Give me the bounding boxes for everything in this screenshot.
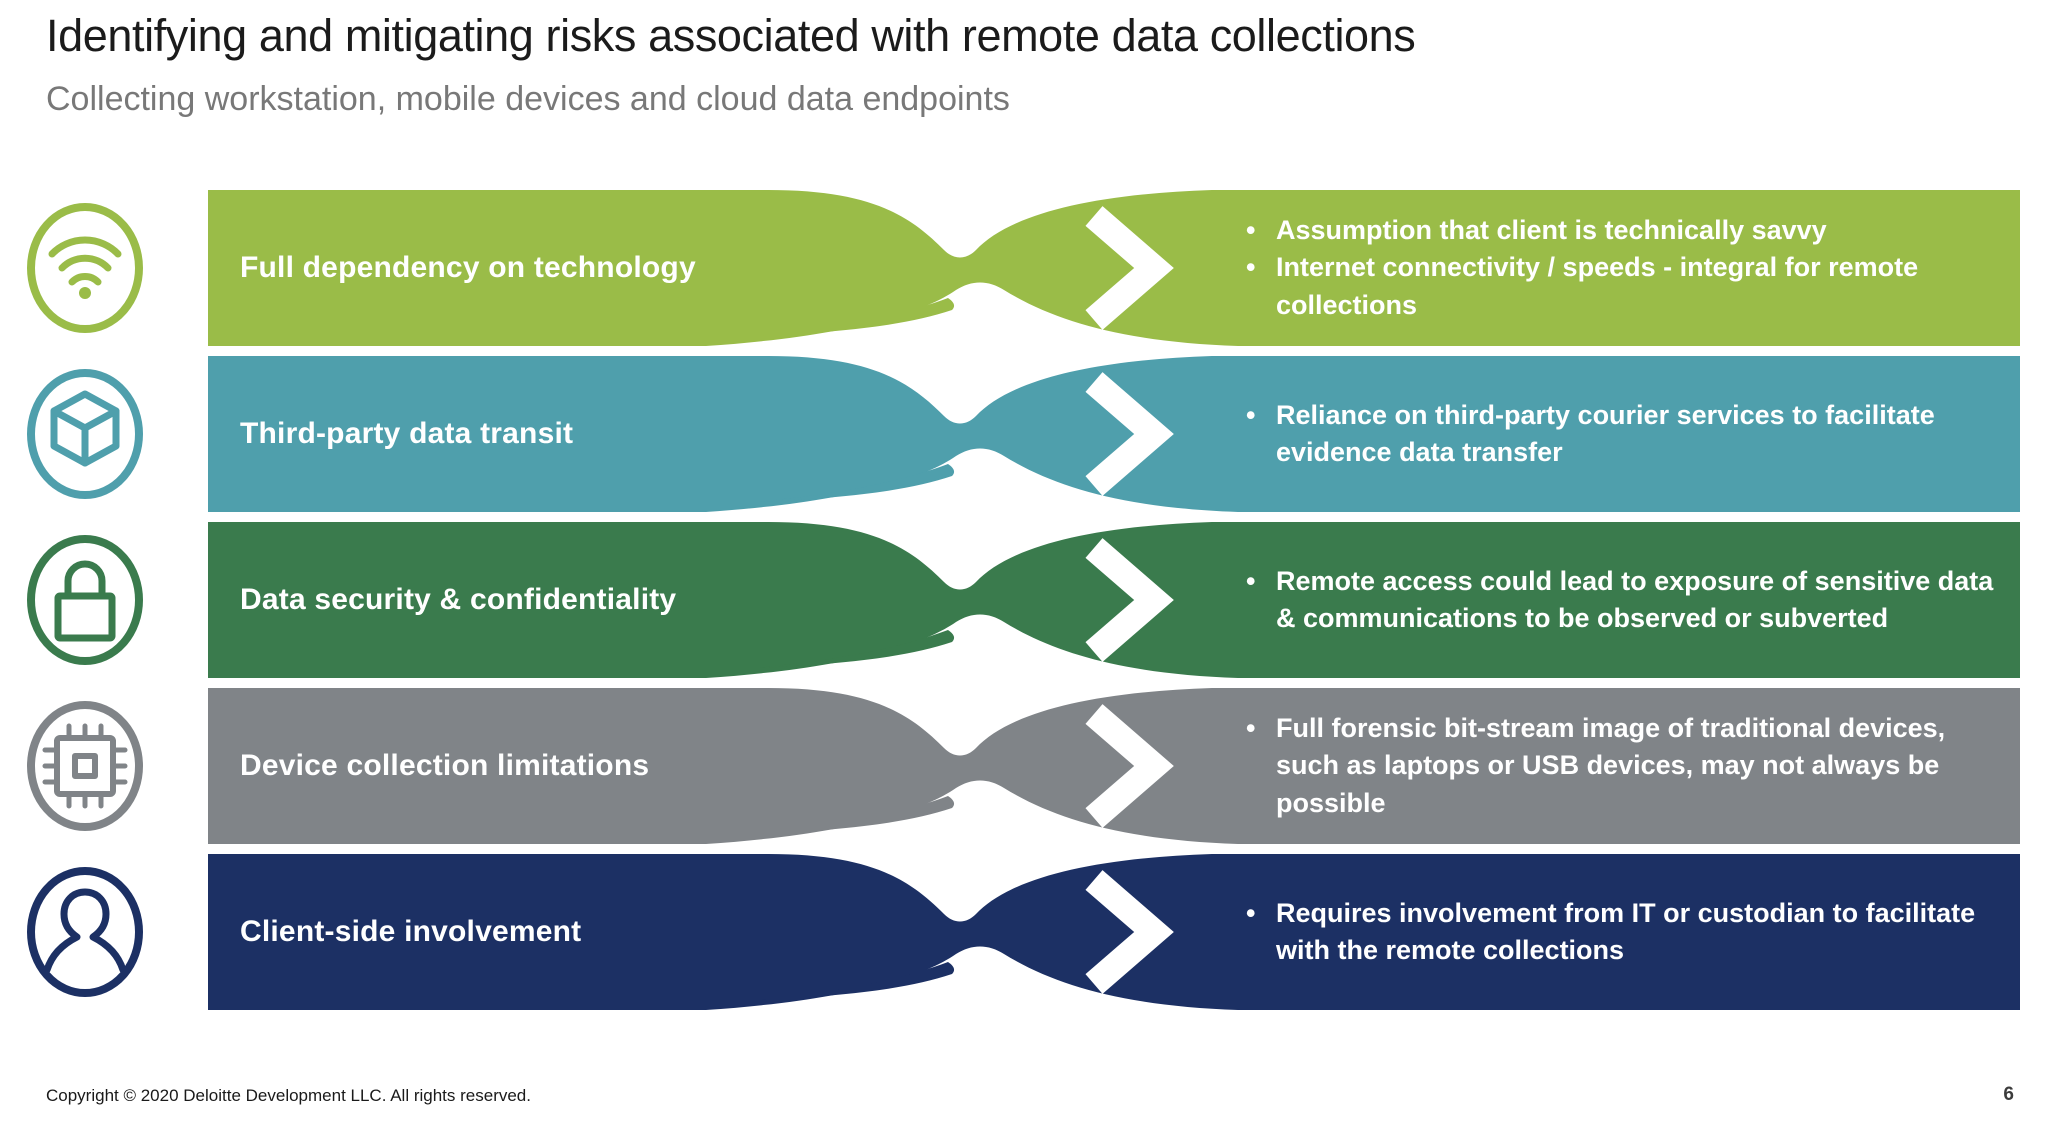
cube-icon bbox=[50, 390, 120, 467]
icon-circle bbox=[27, 203, 143, 333]
slide-title: Identifying and mitigating risks associa… bbox=[46, 10, 1416, 61]
risk-bullets: Requires involvement from IT or custodia… bbox=[1240, 854, 2015, 1010]
ribbon-band bbox=[208, 522, 2020, 678]
chevron-icon bbox=[1085, 538, 1174, 662]
risk-row: Client-side involvement Requires involve… bbox=[0, 854, 2048, 1010]
icon-badge bbox=[27, 369, 143, 499]
bullet-item: Full forensic bit-stream image of tradit… bbox=[1240, 710, 2015, 822]
risk-label: Client-side involvement bbox=[240, 915, 582, 948]
copyright-text: Copyright © 2020 Deloitte Development LL… bbox=[46, 1086, 531, 1105]
ribbon-band bbox=[208, 356, 2020, 512]
chip-icon bbox=[42, 723, 128, 809]
risk-bullets: Assumption that client is technically sa… bbox=[1240, 190, 2015, 346]
icon-badge bbox=[27, 701, 143, 831]
ribbon-shape bbox=[208, 356, 2020, 512]
chevron-icon bbox=[1085, 206, 1174, 330]
risk-row: Data security & confidentiality Remote a… bbox=[0, 522, 2048, 678]
bullet-item: Reliance on third-party courier services… bbox=[1240, 397, 2015, 472]
ribbon-twist-tail bbox=[756, 796, 955, 834]
person-icon bbox=[43, 888, 127, 974]
chevron-icon bbox=[1085, 704, 1174, 828]
icon-badge bbox=[27, 535, 143, 665]
risk-bullets: Reliance on third-party courier services… bbox=[1240, 356, 2015, 512]
lock-icon bbox=[54, 560, 116, 642]
bullet-item: Remote access could lead to exposure of … bbox=[1240, 563, 2015, 638]
ribbon-shape bbox=[208, 854, 2020, 1010]
page-number: 6 bbox=[2003, 1084, 2014, 1105]
icon-badge bbox=[27, 203, 143, 333]
risk-row: Device collection limitations Full foren… bbox=[0, 688, 2048, 844]
risk-bullets: Full forensic bit-stream image of tradit… bbox=[1240, 688, 2015, 844]
risk-row: Third-party data transit Reliance on thi… bbox=[0, 356, 2048, 512]
icon-circle bbox=[27, 867, 143, 997]
risk-label: Device collection limitations bbox=[240, 749, 650, 782]
wifi-icon bbox=[48, 236, 122, 299]
bullet-item: Internet connectivity / speeds - integra… bbox=[1240, 249, 2015, 324]
bullet-item: Requires involvement from IT or custodia… bbox=[1240, 895, 2015, 970]
ribbon-shape bbox=[208, 522, 2020, 678]
ribbon-twist-tail bbox=[756, 464, 955, 502]
ribbon-twist-tail bbox=[756, 962, 955, 1000]
ribbon-band bbox=[208, 854, 2020, 1010]
risk-label: Data security & confidentiality bbox=[240, 583, 677, 616]
risk-label: Full dependency on technology bbox=[240, 251, 696, 284]
icon-circle bbox=[27, 535, 143, 665]
chevron-icon bbox=[1085, 372, 1174, 496]
risk-label: Third-party data transit bbox=[240, 417, 574, 450]
ribbon-twist-tail bbox=[756, 298, 955, 336]
bullet-item: Assumption that client is technically sa… bbox=[1240, 212, 2015, 250]
icon-circle bbox=[27, 369, 143, 499]
chevron-icon bbox=[1085, 870, 1174, 994]
slide-subtitle: Collecting workstation, mobile devices a… bbox=[46, 80, 1010, 118]
icon-circle bbox=[27, 701, 143, 831]
icon-badge bbox=[27, 867, 143, 997]
ribbon-twist-tail bbox=[756, 630, 955, 668]
risk-row: Full dependency on technology Assumption… bbox=[0, 190, 2048, 346]
risk-bullets: Remote access could lead to exposure of … bbox=[1240, 522, 2015, 678]
